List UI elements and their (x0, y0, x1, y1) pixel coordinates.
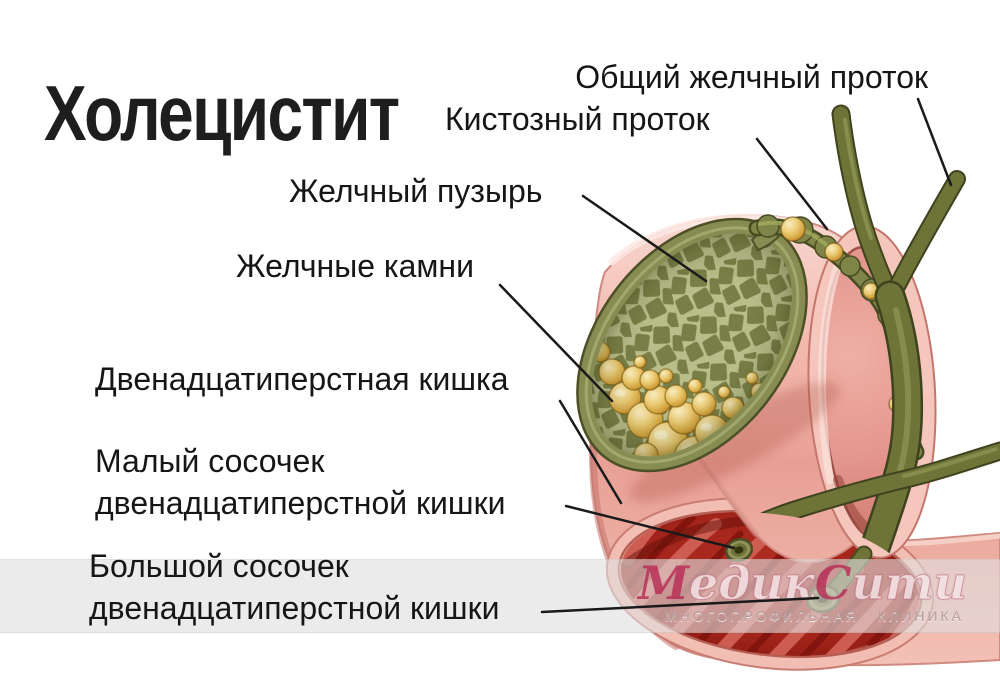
brand-letter-c: С (814, 556, 852, 610)
minor-papilla-graphic (724, 538, 754, 562)
leader-gallbladder (581, 194, 708, 283)
leader-common-bile-duct (916, 97, 953, 187)
brand-part-iti: ити (851, 556, 968, 610)
leader-cystic-duct (755, 137, 829, 231)
watermark-subtitle: МНОГОПРОФИЛЬНАЯ КЛИНИКА (665, 608, 964, 624)
leader-gallstones (498, 283, 614, 403)
leader-major-papilla (540, 596, 820, 614)
common-bile-duct-graphic (748, 280, 1000, 582)
gallbladder-graphic (576, 217, 808, 494)
gallbladder-shadow (630, 382, 840, 502)
leader-minor-papilla (564, 504, 736, 550)
watermark-band (0, 559, 1000, 633)
leader-duodenum (558, 399, 623, 505)
brand-letter-m: М (638, 556, 689, 610)
watermark-brand: МедикСити (638, 560, 967, 607)
